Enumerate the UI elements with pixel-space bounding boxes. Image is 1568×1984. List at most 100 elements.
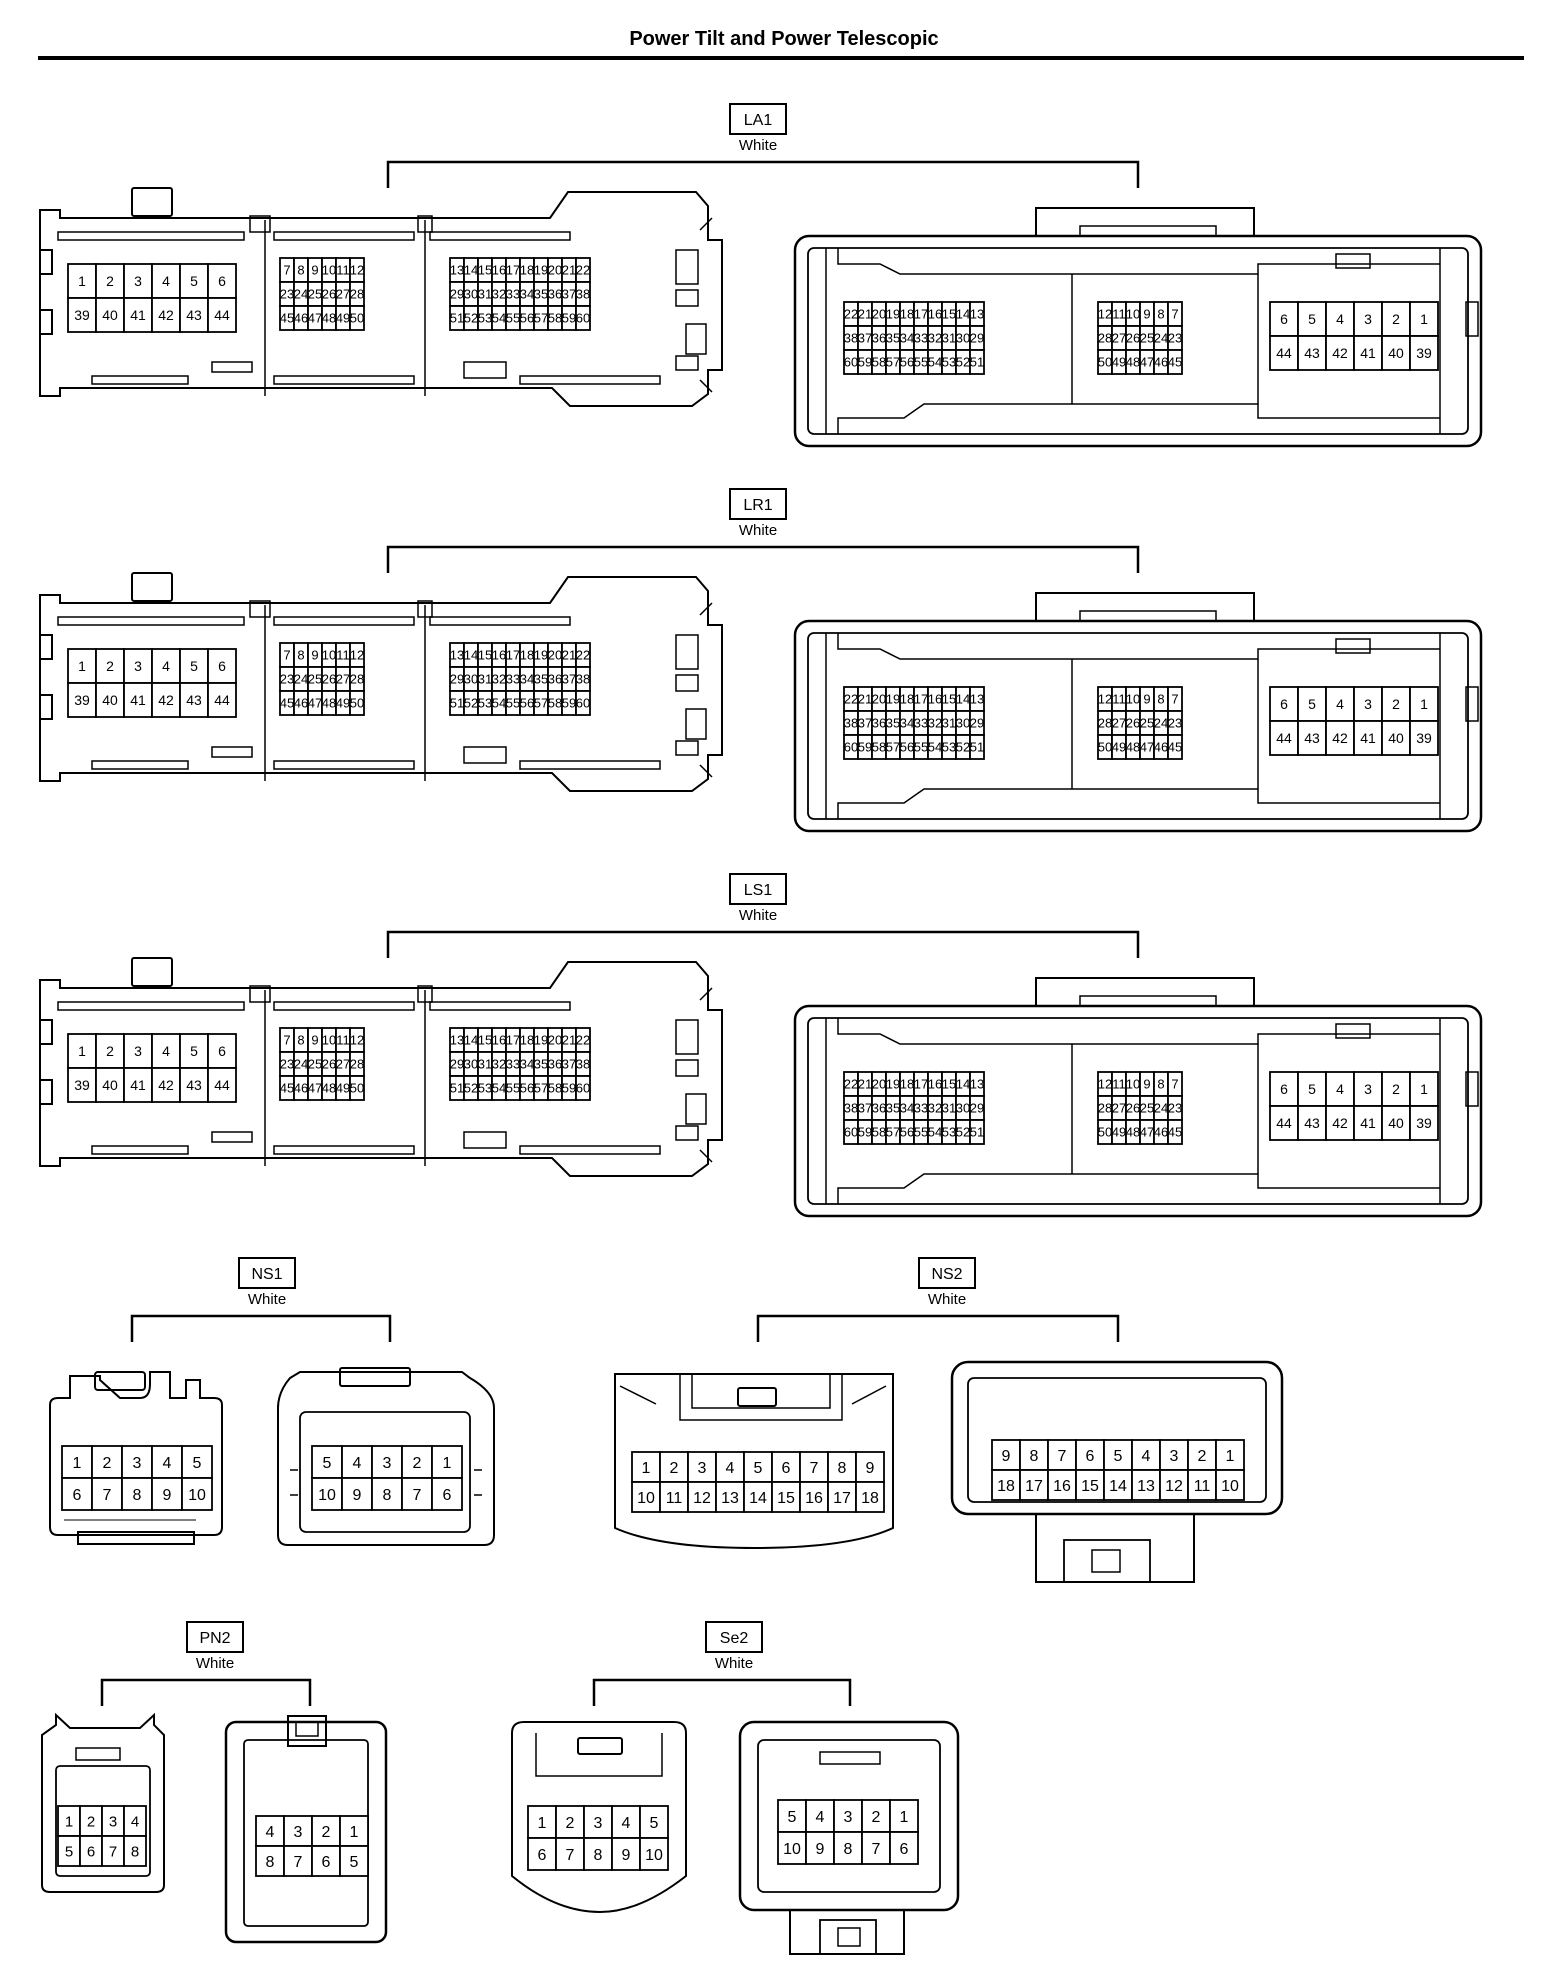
pin-number: 57 [534, 1081, 548, 1096]
connector-outline [619, 1385, 887, 1405]
pin-cell [341, 1445, 373, 1479]
pin-number: 53 [478, 696, 492, 711]
pin-number: 28 [350, 672, 364, 687]
connector-outline [40, 694, 53, 720]
pin-number: 8 [594, 1847, 603, 1864]
pin-number: 33 [506, 672, 520, 687]
pin-number: 11 [1194, 1478, 1211, 1495]
pin-number: 46 [294, 1081, 308, 1096]
pin-number: 51 [450, 311, 464, 326]
pin-number: 3 [698, 1460, 707, 1477]
connector-outline [57, 616, 245, 626]
pin-number: 43 [1304, 1115, 1320, 1131]
pin-cell [1353, 1071, 1383, 1107]
connector-outline [1071, 274, 1259, 404]
connector-outline [1465, 301, 1479, 337]
pin-cell [349, 305, 365, 331]
pin-cell [575, 1075, 591, 1101]
pin-cell [805, 1799, 835, 1833]
pin-number: 23 [280, 672, 294, 687]
pin-number: 54 [928, 1125, 942, 1140]
connector-outline [614, 1373, 894, 1550]
pin-number: 5 [788, 1809, 797, 1826]
pin-number: 43 [186, 307, 202, 323]
pin-number: 59 [858, 1125, 872, 1140]
pin-number: 7 [1171, 307, 1178, 322]
pin-number: 3 [1364, 1081, 1372, 1097]
pin-number: 17 [1025, 1478, 1043, 1495]
pin-number: 22 [844, 307, 858, 322]
pin-number: 48 [1126, 355, 1140, 370]
connector-id: NS2 [931, 1266, 962, 1283]
connector-outline [299, 1411, 471, 1533]
connector-outline [211, 1131, 253, 1143]
pin-number: 23 [1168, 716, 1182, 731]
pin-number: 56 [900, 355, 914, 370]
connector-outline [757, 1739, 941, 1893]
pin-cell [1269, 301, 1299, 337]
pin-number: 10 [783, 1841, 801, 1858]
pin-number: 19 [534, 648, 548, 663]
pin-number: 8 [131, 1843, 139, 1860]
pin-number: 22 [576, 263, 590, 278]
pin-number: 7 [283, 263, 290, 278]
pin-number: 15 [478, 1033, 492, 1048]
connector-outline [837, 633, 1440, 660]
pin-number: 29 [970, 331, 984, 346]
pin-number: 2 [103, 1455, 112, 1472]
connector-outline [519, 760, 661, 770]
pin-number: 45 [1168, 740, 1182, 755]
pin-number: 44 [214, 1077, 230, 1093]
pin-number: 10 [1126, 692, 1140, 707]
connector-id-box [729, 488, 787, 520]
pin-number: 15 [478, 263, 492, 278]
pin-number: 4 [816, 1809, 825, 1826]
pin-cell [207, 297, 237, 333]
pin-cell [777, 1831, 807, 1865]
pin-number: 5 [190, 273, 198, 289]
pin-number: 1 [73, 1455, 82, 1472]
pin-number: 3 [383, 1455, 392, 1472]
pin-number: 42 [158, 307, 174, 323]
pin-number: 3 [134, 1043, 142, 1059]
pin-number: 12 [693, 1490, 711, 1507]
pin-number: 50 [350, 311, 364, 326]
pin-number: 54 [492, 1081, 506, 1096]
pin-number: 18 [861, 1490, 879, 1507]
pin-number: 14 [749, 1490, 767, 1507]
pin-number: 43 [1304, 345, 1320, 361]
pin-number: 59 [562, 696, 576, 711]
pin-number: 60 [844, 740, 858, 755]
pin-number: 24 [294, 1057, 308, 1072]
pin-cell [207, 1033, 237, 1069]
pin-number: 7 [103, 1487, 112, 1504]
pin-number: 57 [886, 1125, 900, 1140]
pin-number: 17 [506, 648, 520, 663]
pin-number: 19 [886, 307, 900, 322]
pin-number: 18 [520, 263, 534, 278]
pin-cell [575, 690, 591, 716]
pin-number: 53 [942, 355, 956, 370]
pin-number: 25 [308, 1057, 322, 1072]
pin-number: 12 [350, 648, 364, 663]
pin-number: 60 [576, 311, 590, 326]
pin-number: 47 [308, 1081, 322, 1096]
pin-number: 15 [942, 692, 956, 707]
pin-number: 52 [464, 1081, 478, 1096]
connector-color: White [739, 137, 777, 154]
pin-number: 59 [562, 311, 576, 326]
pin-number: 12 [1098, 692, 1112, 707]
pin-number: 13 [450, 1033, 464, 1048]
pin-number: 40 [1388, 730, 1404, 746]
pin-number: 9 [622, 1847, 631, 1864]
connector-outline [1071, 659, 1259, 789]
pin-number: 41 [1360, 345, 1376, 361]
connector-outline [807, 247, 1469, 435]
connector-bracket [592, 1678, 852, 1706]
pin-number: 1 [900, 1809, 909, 1826]
pin-number: 3 [294, 1824, 303, 1841]
pin-number: 5 [323, 1455, 332, 1472]
